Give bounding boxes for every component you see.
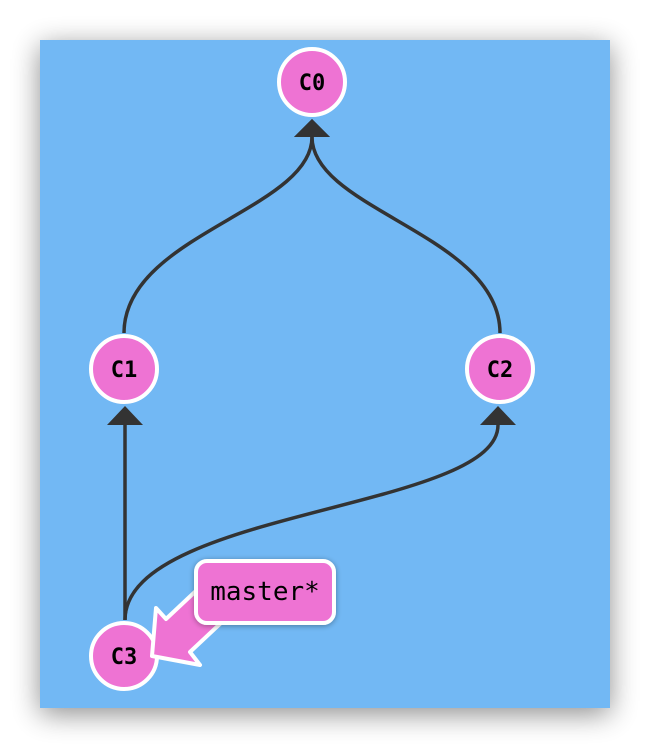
- commit-label-c3: C3: [111, 645, 138, 670]
- edges-layer: [107, 119, 516, 621]
- edge-c3-to-c2: [123, 424, 500, 621]
- arrowhead-c1: [107, 406, 143, 425]
- commit-node-c1[interactable]: C1: [89, 334, 159, 404]
- commits-layer: C0 C1 C2 C3: [89, 47, 535, 691]
- commit-node-c3[interactable]: C3: [89, 621, 159, 691]
- commit-label-c2: C2: [487, 358, 514, 383]
- commit-label-c0: C0: [299, 71, 326, 96]
- edge-c2-to-c0: [310, 136, 502, 334]
- arrowhead-c2: [480, 406, 516, 425]
- branch-label: master*: [210, 577, 320, 607]
- commit-label-c1: C1: [111, 358, 138, 383]
- arrowhead-c0-right: [294, 119, 330, 137]
- branch-label-box: [194, 559, 336, 625]
- branch-master[interactable]: master*: [150, 559, 336, 667]
- commit-node-c0[interactable]: C0: [277, 47, 347, 117]
- edge-c1-to-c0: [122, 136, 314, 334]
- commit-node-c2[interactable]: C2: [465, 334, 535, 404]
